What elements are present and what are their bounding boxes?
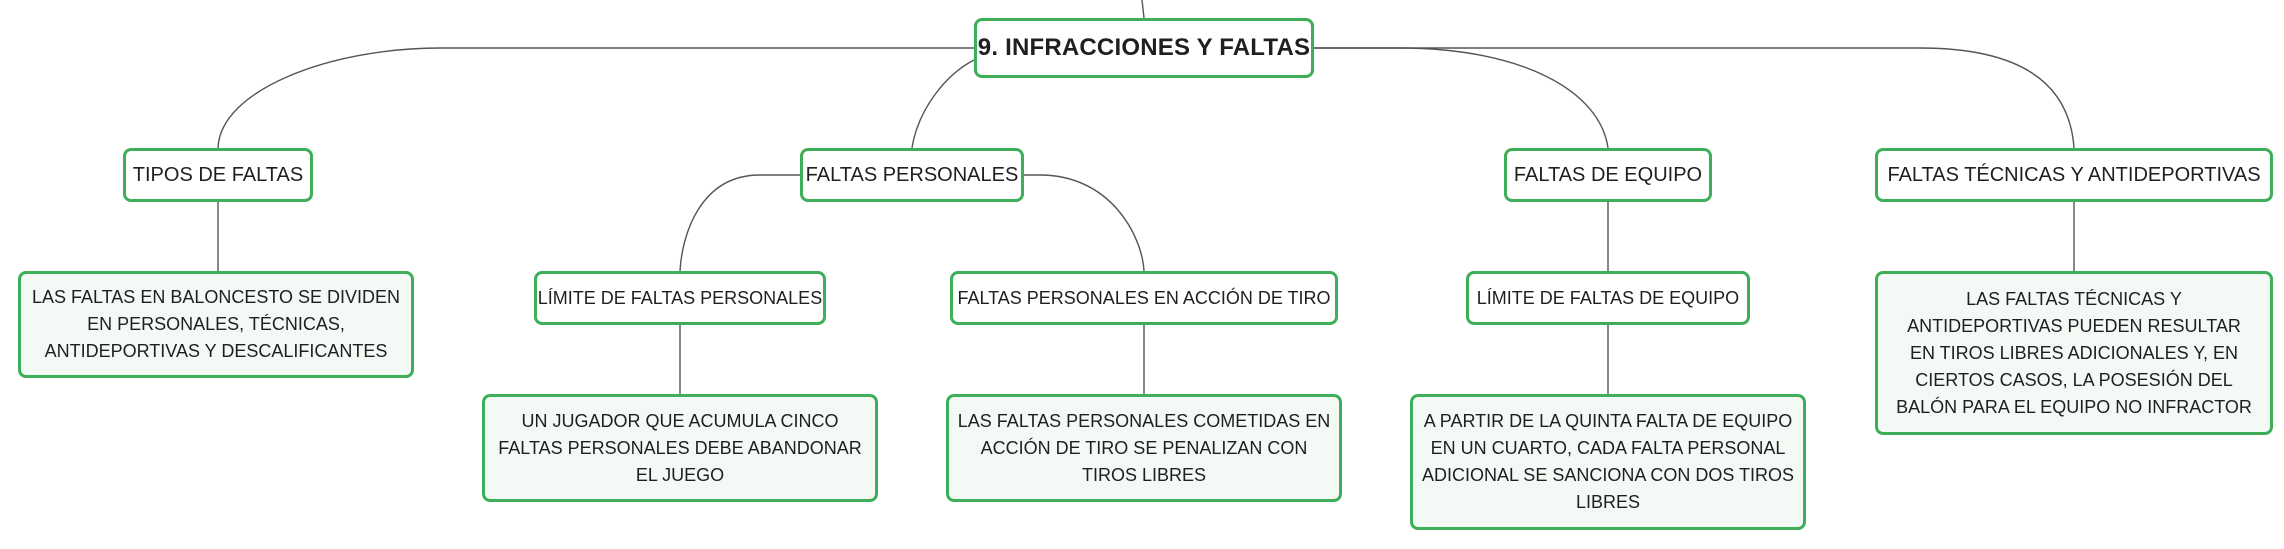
detail-limite-faltas-equipo[interactable]: A PARTIR DE LA QUINTA FALTA DE EQUIPO EN… — [1410, 394, 1806, 530]
connector-personales-tiro — [1022, 174, 1145, 272]
root-topic[interactable]: 9. INFRACCIONES Y FALTAS — [974, 18, 1314, 78]
connector-root-equipo — [1314, 47, 1609, 149]
topic-faltas-de-equipo[interactable]: FALTAS DE EQUIPO — [1504, 148, 1712, 202]
topic-label: FALTAS TÉCNICAS Y ANTIDEPORTIVAS — [1887, 163, 2261, 186]
detail-text: LAS FALTAS PERSONALES COMETIDAS EN ACCIÓ… — [957, 410, 1331, 485]
topic-label: LÍMITE DE FALTAS DE EQUIPO — [1476, 287, 1740, 308]
detail-text: A PARTIR DE LA QUINTA FALTA DE EQUIPO EN… — [1421, 411, 1795, 512]
topic-label: FALTAS DE EQUIPO — [1513, 163, 1703, 186]
detail-faltas-personales-accion-tiro[interactable]: LAS FALTAS PERSONALES COMETIDAS EN ACCIÓ… — [946, 394, 1342, 502]
topic-limite-faltas-personales[interactable]: LÍMITE DE FALTAS PERSONALES — [534, 271, 826, 325]
topic-label: FALTAS PERSONALES — [805, 163, 1019, 186]
detail-text: LAS FALTAS TÉCNICAS Y ANTIDEPORTIVAS PUE… — [1896, 288, 2252, 417]
detail-limite-faltas-personales[interactable]: UN JUGADOR QUE ACUMULA CINCO FALTAS PERS… — [482, 394, 878, 502]
connector-personales-limite — [679, 174, 802, 272]
connector-root-tecnicas — [1314, 47, 2075, 149]
connector-parent-root — [1141, 0, 1145, 19]
topic-limite-faltas-equipo[interactable]: LÍMITE DE FALTAS DE EQUIPO — [1466, 271, 1750, 325]
detail-text: LAS FALTAS EN BALONCESTO SE DIVIDEN EN P… — [31, 287, 401, 361]
topic-label: FALTAS PERSONALES EN ACCIÓN DE TIRO — [957, 287, 1331, 308]
connector-root-personales — [911, 59, 975, 149]
topic-faltas-personales[interactable]: FALTAS PERSONALES — [800, 148, 1024, 202]
topic-faltas-tecnicas-antideportivas[interactable]: FALTAS TÉCNICAS Y ANTIDEPORTIVAS — [1875, 148, 2273, 202]
connector-root-tipos — [217, 47, 974, 149]
detail-text: UN JUGADOR QUE ACUMULA CINCO FALTAS PERS… — [498, 410, 862, 485]
root-topic-label: 9. INFRACCIONES Y FALTAS — [977, 34, 1311, 61]
detail-tipos-de-faltas[interactable]: LAS FALTAS EN BALONCESTO SE DIVIDEN EN P… — [18, 271, 414, 378]
topic-faltas-personales-accion-tiro[interactable]: FALTAS PERSONALES EN ACCIÓN DE TIRO — [950, 271, 1338, 325]
topic-label: TIPOS DE FALTAS — [132, 163, 304, 186]
detail-faltas-tecnicas-antideportivas[interactable]: LAS FALTAS TÉCNICAS Y ANTIDEPORTIVAS PUE… — [1875, 271, 2273, 435]
topic-label: LÍMITE DE FALTAS PERSONALES — [537, 287, 823, 308]
topic-tipos-de-faltas[interactable]: TIPOS DE FALTAS — [123, 148, 313, 202]
